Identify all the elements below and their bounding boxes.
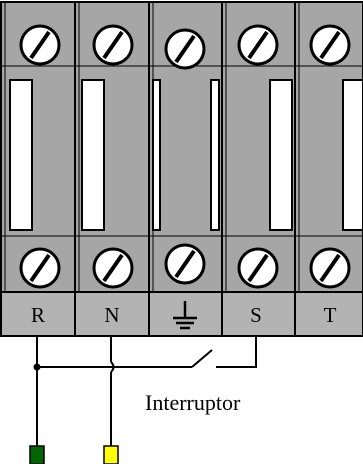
terminal-label-strip — [0, 291, 363, 337]
window-N — [81, 79, 105, 231]
terminal-label-R: R — [31, 303, 45, 327]
screw-icon — [92, 247, 134, 289]
screw-icon — [19, 247, 61, 289]
junction-dot — [33, 363, 41, 371]
screw-icon — [164, 243, 206, 285]
green-lead — [29, 445, 45, 464]
screw-icon — [309, 247, 351, 289]
screw-icon — [309, 24, 351, 66]
screw-icon — [164, 28, 206, 70]
module-dividers — [74, 2, 296, 336]
switch-label: Interruptor — [145, 390, 241, 415]
window-T — [342, 79, 363, 231]
terminal-label-S: S — [250, 303, 262, 327]
screw-icon — [92, 24, 134, 66]
bottom-screws — [19, 243, 351, 289]
terminal-label-N: N — [104, 303, 119, 327]
yellow-lead — [103, 445, 119, 464]
terminal-windows — [9, 79, 363, 231]
screw-icon — [237, 247, 279, 289]
wire-switch-to-S — [216, 336, 257, 368]
window-ground-left — [152, 79, 161, 231]
window-S — [269, 79, 293, 231]
terminal-label-T: T — [324, 303, 337, 327]
top-screws — [19, 24, 351, 70]
screw-icon — [19, 24, 61, 66]
ground-icon — [173, 301, 197, 330]
screw-icon — [237, 24, 279, 66]
window-R — [9, 79, 33, 231]
wiring — [36, 336, 257, 446]
window-ground-right — [210, 79, 220, 231]
switch-blade — [191, 349, 213, 368]
